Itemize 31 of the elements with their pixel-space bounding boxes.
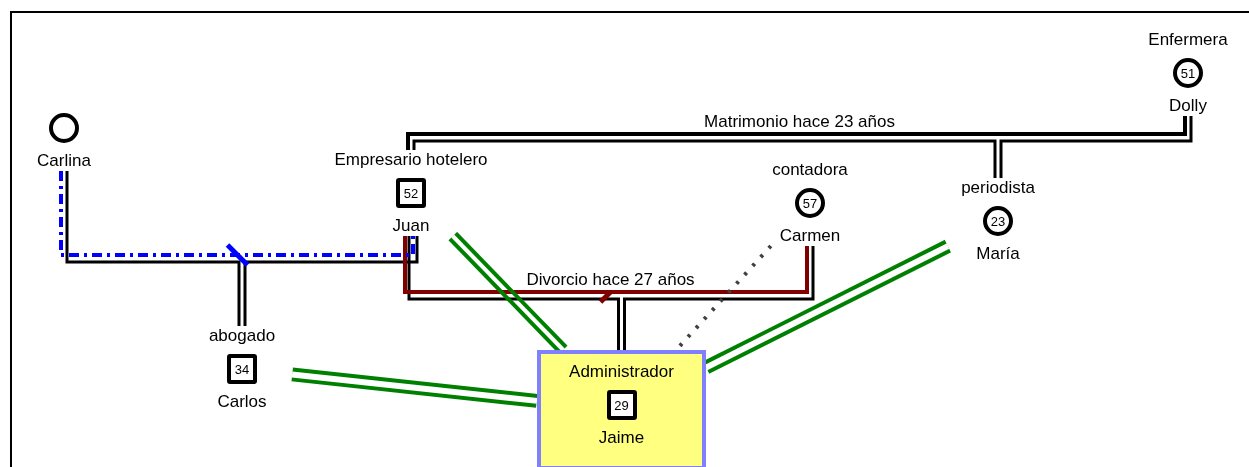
occupation-label: Empresario hotelero <box>334 150 488 170</box>
name-label: Carlos <box>217 392 267 412</box>
separation-line <box>59 171 415 257</box>
occupation-label: Administrador <box>569 362 674 382</box>
edge-label: Divorcio hace 27 años <box>524 270 697 290</box>
descent-line <box>243 236 419 326</box>
descent-line <box>623 246 815 350</box>
marriage-line <box>406 116 1187 150</box>
name-label: Juan <box>392 216 430 236</box>
male-symbol: 34 <box>227 354 257 384</box>
name-label: Carlina <box>37 151 91 171</box>
occupation-label: abogado <box>208 326 276 346</box>
close-relationship-line <box>291 367 538 408</box>
male-symbol: 29 <box>606 390 637 420</box>
name-label: Dolly <box>1169 96 1207 116</box>
descent-line <box>407 236 620 350</box>
descent-line <box>65 171 241 326</box>
occupation-label: Enfermera <box>1148 30 1228 50</box>
name-label: Carmen <box>779 226 841 246</box>
divorce-line <box>403 236 809 294</box>
female-symbol: 57 <box>795 188 825 218</box>
name-label: María <box>976 244 1020 264</box>
female-symbol: 23 <box>983 206 1013 236</box>
occupation-label: contadora <box>772 160 848 180</box>
descent-line <box>999 116 1193 178</box>
female-symbol: 51 <box>1173 58 1203 88</box>
name-label: Jaime <box>598 428 645 448</box>
person-highlight-box <box>537 350 706 467</box>
descent-line <box>412 139 997 178</box>
occupation-label: periodista <box>961 178 1035 198</box>
male-symbol: 52 <box>396 178 426 208</box>
